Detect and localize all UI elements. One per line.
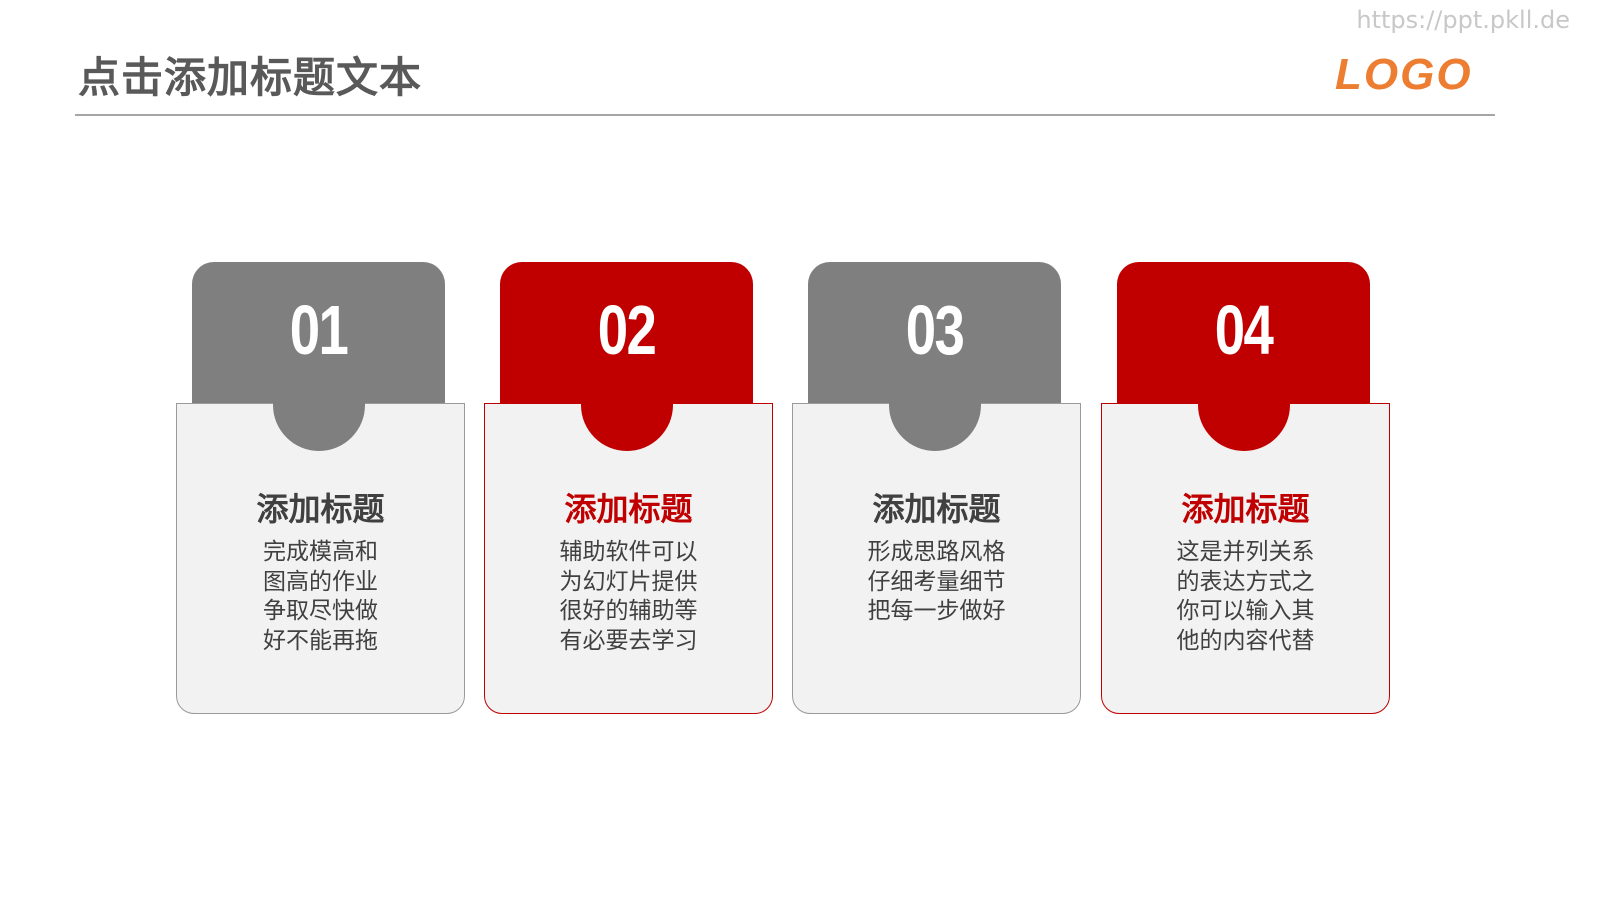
card-text-line: 的表达方式之 (1176, 568, 1315, 595)
card-body: 添加标题 完成模高和 图高的作业 争取尽快做 好不能再拖 (176, 403, 465, 714)
step-card-3: 03 添加标题 形成思路风格 仔细考量细节 把每一步做好 (792, 262, 1081, 714)
card-text-line: 图高的作业 (263, 568, 378, 595)
number-tab: 01 (192, 262, 445, 422)
card-text-line: 辅助软件可以 (559, 539, 698, 565)
card-text-line: 完成模高和 (263, 539, 378, 565)
step-number: 03 (905, 291, 965, 369)
card-text-line: 为幻灯片提供 (559, 568, 698, 595)
card-text: 辅助软件可以 为幻灯片提供 很好的辅助等 有必要去学习 (485, 538, 772, 656)
step-number: 02 (597, 291, 657, 369)
card-text-line: 好不能再拖 (263, 627, 378, 654)
step-card-2: 02 添加标题 辅助软件可以 为幻灯片提供 很好的辅助等 有必要去学习 (484, 262, 773, 714)
step-card-4: 04 添加标题 这是并列关系 的表达方式之 你可以输入其 他的内容代替 (1101, 262, 1390, 714)
card-text-line: 这是并列关系 (1176, 539, 1315, 565)
card-text-line: 有必要去学习 (559, 627, 698, 654)
watermark-url: https://ppt.pkll.de (1356, 6, 1570, 34)
card-text-line: 仔细考量细节 (867, 568, 1006, 595)
card-text: 形成思路风格 仔细考量细节 把每一步做好 (793, 538, 1080, 627)
card-heading: 添加标题 (1181, 490, 1310, 528)
number-tab: 02 (500, 262, 753, 422)
title-divider (75, 114, 1495, 116)
card-text-line: 争取尽快做 (263, 598, 378, 624)
card-heading: 添加标题 (256, 490, 385, 528)
step-number: 04 (1214, 291, 1274, 369)
card-text-line: 你可以输入其 (1176, 598, 1315, 624)
card-text: 这是并列关系 的表达方式之 你可以输入其 他的内容代替 (1102, 538, 1389, 656)
card-heading: 添加标题 (564, 490, 693, 528)
step-number: 01 (289, 291, 349, 369)
card-text-line: 把每一步做好 (867, 598, 1006, 624)
card-heading: 添加标题 (872, 490, 1001, 528)
logo: LOGO (1335, 50, 1473, 99)
card-text-line: 形成思路风格 (867, 539, 1006, 565)
card-text-line: 他的内容代替 (1176, 627, 1315, 654)
card-text: 完成模高和 图高的作业 争取尽快做 好不能再拖 (177, 538, 464, 656)
page-title: 点击添加标题文本 (78, 53, 423, 102)
card-text-line: 很好的辅助等 (559, 598, 698, 624)
number-tab: 04 (1117, 262, 1370, 422)
step-card-1: 01 添加标题 完成模高和 图高的作业 争取尽快做 好不能再拖 (176, 262, 465, 714)
card-body: 添加标题 辅助软件可以 为幻灯片提供 很好的辅助等 有必要去学习 (484, 403, 773, 714)
card-body: 添加标题 这是并列关系 的表达方式之 你可以输入其 他的内容代替 (1101, 403, 1390, 714)
card-body: 添加标题 形成思路风格 仔细考量细节 把每一步做好 (792, 403, 1081, 714)
number-tab: 03 (808, 262, 1061, 422)
